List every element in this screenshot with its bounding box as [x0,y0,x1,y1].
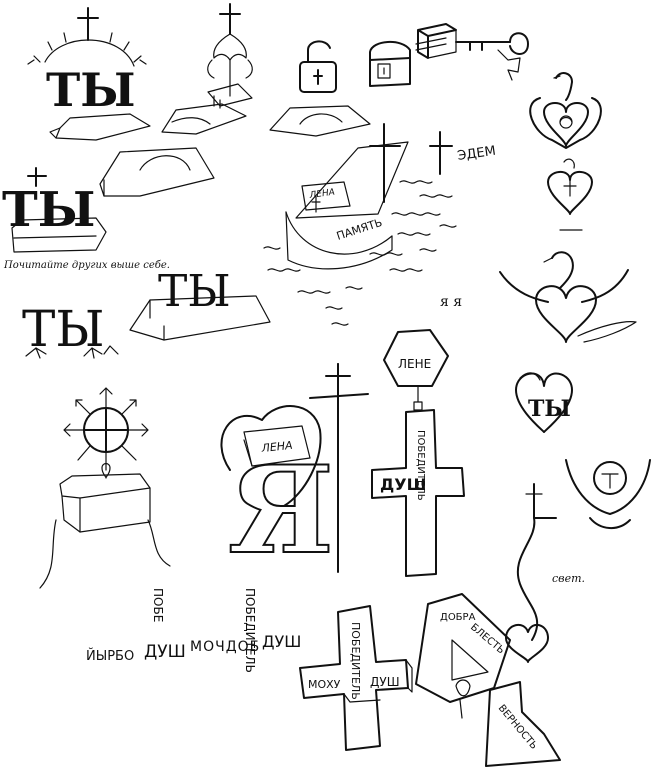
ty-cross-slab [11,167,107,253]
ty-heart-emblem [515,372,573,433]
ty-letters-top: ТЫ [46,63,136,117]
medal-label-lene: ЛЕНЕ [398,357,431,371]
dome-slab-2 [99,147,215,197]
flower-cross-on-book [161,3,253,135]
crossword-col1-text: ПОБЕ [151,588,165,623]
ty-cross-sun-emblem [27,7,151,141]
medal-cross-horizontal: ДУШ [380,475,426,494]
medal-cross [371,329,465,577]
ty-letters-heart: ТЫ [528,396,571,422]
crossword-row-dush2: ДУШ [262,632,302,651]
waves [263,180,457,326]
book-stack-icon [415,23,457,59]
stone-cross [299,605,413,751]
eden-label: ЭДЕМ [456,144,496,164]
small-ya-letters: я я [440,294,462,310]
ty-grass-slab [129,295,271,341]
stone-cross-vertical: ПОБЕДИТЕЛЬ [349,622,362,700]
crossword-row-dush: ДУШ [144,642,186,662]
caption-light: свет. [552,572,585,585]
book-label-lena-boat: ЛЕНА [308,188,336,202]
sun-cross-pedestal [39,387,171,589]
key-icon [455,32,529,81]
triangle-word-right: БЛЕСТЬ [468,622,506,657]
crossword-row-middle: МОЧДОБ [190,639,261,655]
dove-rose-heart [529,72,602,149]
stone-cross-right: ДУШ [370,675,400,689]
padlock-icon [299,40,337,93]
ty-letters-grass: ТЫ [158,266,231,317]
book-label-lena-heart: ЛЕНА [260,439,293,455]
stone-cross-left: МОХУ [308,678,341,691]
ya-heart-cross [220,363,369,573]
caption-love-others: Почитайте других выше себе. [3,260,170,271]
triangle-word-down-text: ДОБРА [440,612,476,623]
dome-slab-1 [269,105,371,137]
ty-letters-slab: ТЫ [2,182,95,238]
crossword-col1: ПОБЕ [151,588,165,623]
roots-icon [25,345,119,359]
chest-icon [369,41,411,87]
caption-love-others-1: Почитайте других выше себе. [3,260,170,271]
dove-heart-large [499,251,637,343]
ya-letter-large: Я [228,440,334,581]
vernost-word: ВЕРНОСТЬ [496,703,540,752]
small-cross-icon [77,7,99,41]
scroll-label-pamyat: ПАМЯТЬ [335,216,384,243]
vernost-slab [485,681,561,767]
crossword-col2: ПОБЕДИТЕЛЬ [243,588,257,673]
crossword-col2-text: ПОБЕДИТЕЛЬ [243,588,257,673]
light-cross-globe [505,459,651,663]
crossword-row-left: ЙЫРБО [86,649,135,664]
small-dove-heart-cross [547,158,593,231]
medal-cross-vertical: ПОБЕДИТЕЛЬ [415,430,426,501]
triangle-word-down: ДОБРА [440,612,476,623]
